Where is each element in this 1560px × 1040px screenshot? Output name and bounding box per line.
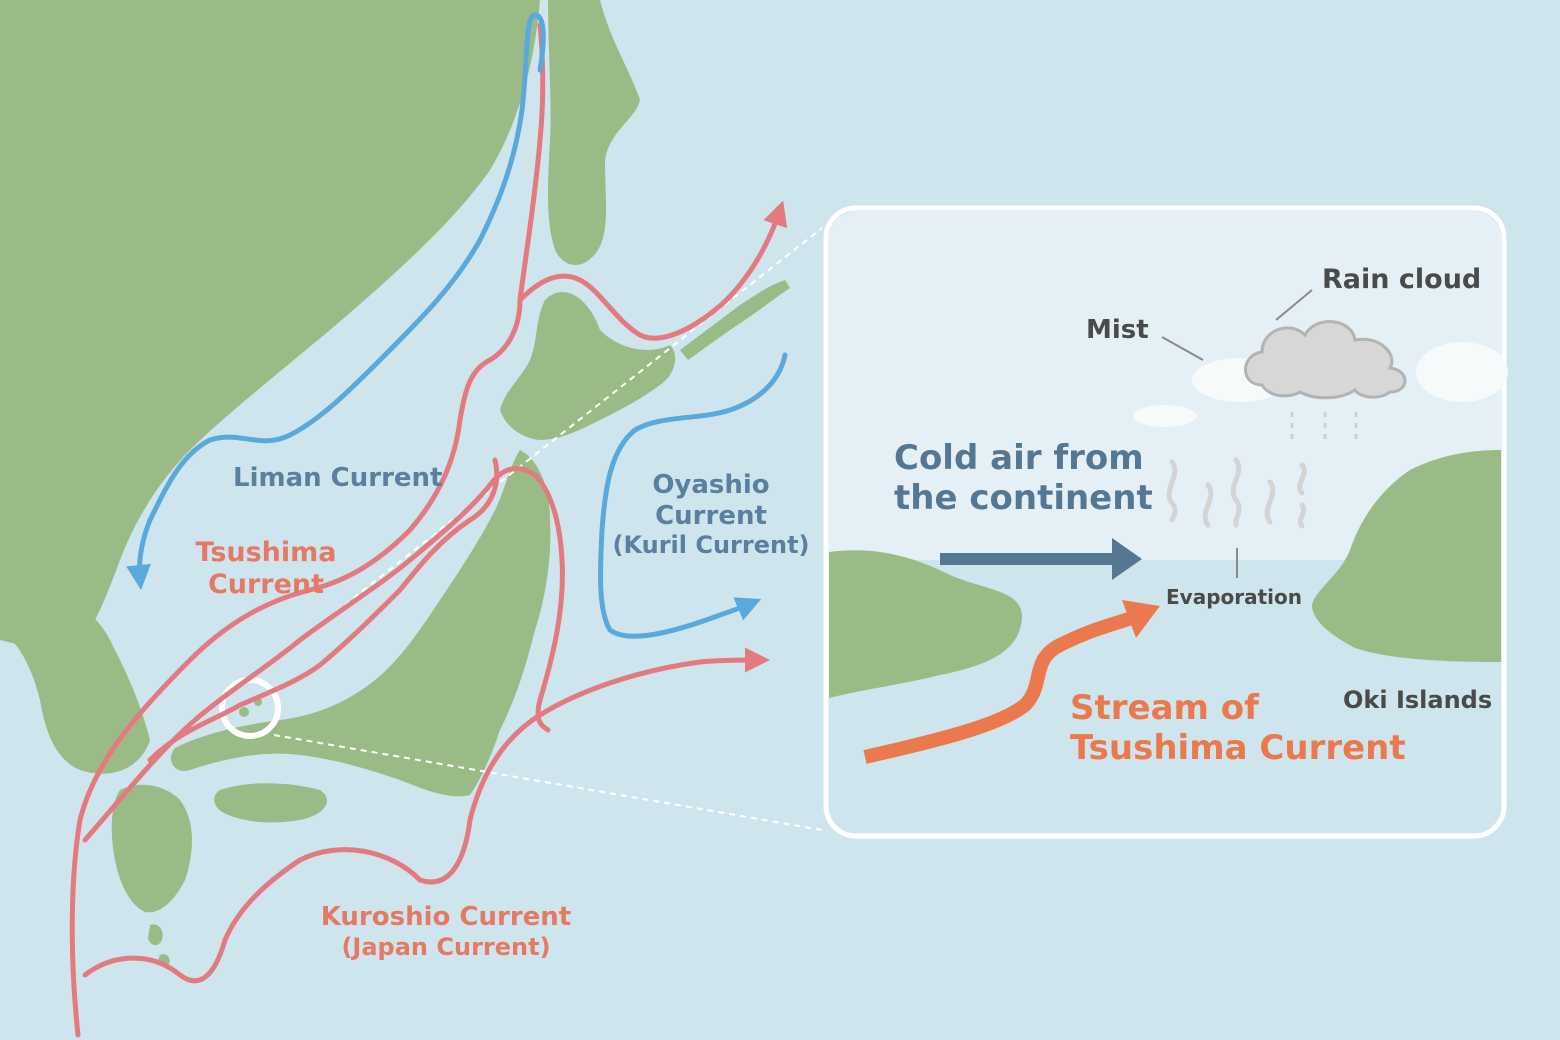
oyashio-current-label: Oyashio Current (Kuril Current) <box>606 470 816 560</box>
tsushima-current-inner-line <box>82 465 565 843</box>
kuroshio-label-line-1: Kuroshio Current <box>320 902 572 932</box>
oyashio-current-line <box>597 352 788 639</box>
kuril-islands <box>680 280 790 360</box>
oyashio-label-line-1: Oyashio <box>652 470 770 500</box>
mist-pointer <box>1161 336 1204 361</box>
rain-cloud-pointer <box>1275 289 1313 321</box>
tsushima-label-line-2: Current <box>207 568 325 600</box>
cold-air-label: Cold air from the continent <box>894 438 1153 518</box>
oki-islands-label: Oki Islands <box>1343 686 1493 714</box>
southern-islands <box>148 924 170 967</box>
stream-of-tsushima-label: Stream of Tsushima Current <box>1070 688 1406 768</box>
mist-puff <box>1133 405 1197 427</box>
evaporation-label: Evaporation <box>1166 585 1303 609</box>
korean-peninsula <box>0 560 150 774</box>
kuroshio-current-line <box>82 647 770 984</box>
sakhalin <box>547 0 640 265</box>
oki-islet <box>239 707 249 717</box>
inset-oki-island <box>1312 450 1501 662</box>
cold-air-line-1: Cold air from <box>894 438 1144 478</box>
tsushima-current-label: Tsushima Current <box>186 537 346 601</box>
tsushima-current-outer-line <box>69 22 546 1038</box>
inset-panel <box>823 205 1508 839</box>
kuroshio-label-line-2: (Japan Current) <box>341 932 551 961</box>
stream-arrow-head <box>1122 600 1160 638</box>
liman-current-line <box>126 12 546 590</box>
mist-label: Mist <box>1086 315 1149 345</box>
mist-puff <box>1416 342 1508 402</box>
rain-cloud-label: Rain cloud <box>1322 264 1482 295</box>
kuroshio-current-label: Kuroshio Current (Japan Current) <box>296 902 596 961</box>
asian-continent <box>0 0 540 650</box>
hokkaido <box>500 291 676 440</box>
stream-line-1: Stream of <box>1070 688 1259 728</box>
inset-connector-bottom <box>273 734 823 831</box>
tsushima-label-line-1: Tsushima <box>195 537 337 568</box>
rain-cloud-icon <box>1244 320 1407 400</box>
oyashio-label-line-2: Current <box>655 500 767 531</box>
inset-sky <box>829 211 1501 560</box>
stream-of-tsushima-arrow <box>863 611 1135 764</box>
stream-line-2: Tsushima Current <box>1070 728 1406 769</box>
cold-air-arrow <box>940 538 1142 580</box>
oyashio-label-line-3: (Kuril Current) <box>612 531 810 560</box>
liman-current-label: Liman Current <box>233 463 443 493</box>
tsushima-current-mid-line <box>147 457 500 763</box>
inset-left-land <box>829 550 1022 698</box>
rain-streaks <box>1290 412 1358 440</box>
shikoku <box>214 783 328 823</box>
evaporation-squiggles <box>1166 457 1307 529</box>
honshu <box>170 450 551 797</box>
kyushu <box>111 784 192 913</box>
north-warm-current-line <box>517 200 788 341</box>
cold-air-line-2: the continent <box>894 478 1153 519</box>
